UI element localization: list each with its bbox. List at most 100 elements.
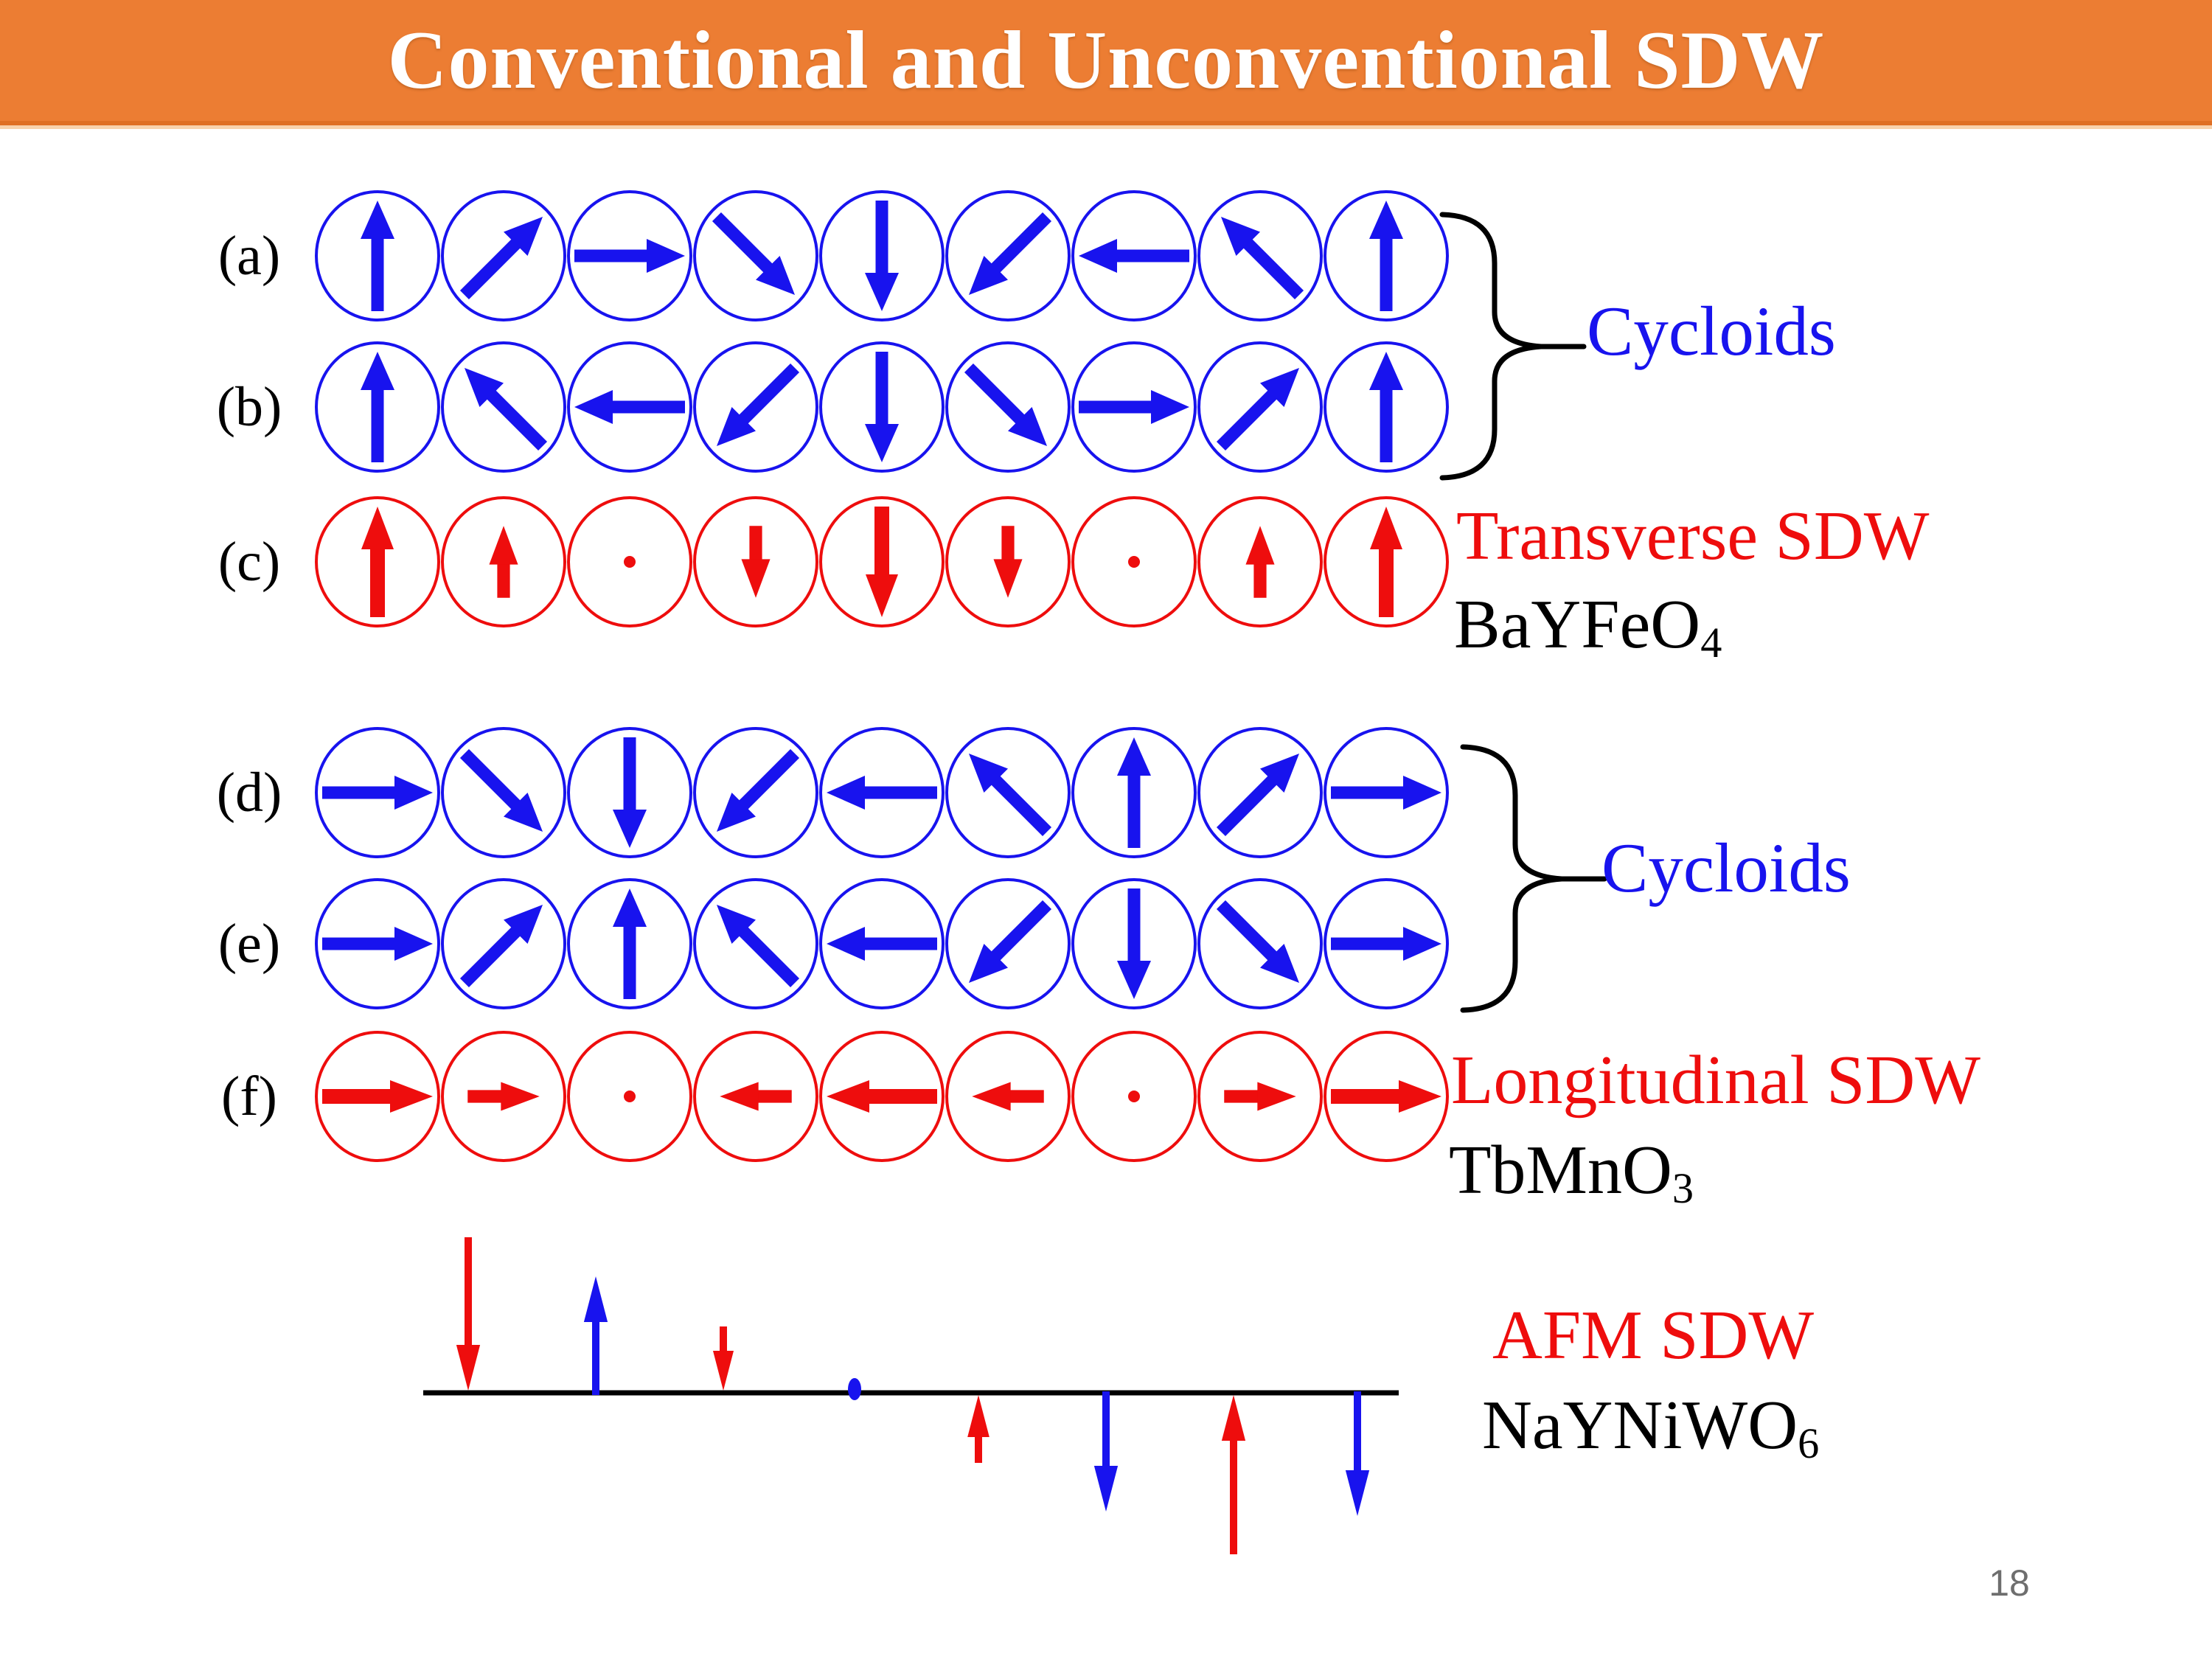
spin-circle <box>315 727 440 858</box>
spin-circle <box>1197 341 1323 473</box>
spin-circle <box>1071 727 1197 858</box>
spin-circle <box>819 341 945 473</box>
spin-row-a <box>315 190 1449 321</box>
afm-arrow <box>1345 1391 1370 1516</box>
spin-circle <box>1324 341 1449 473</box>
row-label-d: (d) <box>216 762 282 824</box>
spin-circle <box>441 496 566 627</box>
spin-arrow <box>827 776 937 810</box>
afm-node-dot <box>848 1378 861 1400</box>
afm-chain <box>423 1237 1399 1554</box>
spin-node-dot <box>1128 1091 1140 1102</box>
spin-circle <box>819 190 945 321</box>
spin-arrow <box>574 390 685 424</box>
spin-row-c <box>315 496 1449 627</box>
spin-row-b <box>315 341 1449 473</box>
spin-circle <box>315 1031 440 1162</box>
spin-circle <box>567 1031 692 1162</box>
spin-arrow <box>464 367 548 451</box>
spin-circle <box>1071 341 1197 473</box>
transverse-sdw-label: Transverse SDW <box>1456 498 1930 574</box>
row-label-e: (e) <box>218 913 281 975</box>
spin-arrow <box>1331 1080 1441 1113</box>
spin-circle <box>819 727 945 858</box>
spin-circle <box>819 878 945 1009</box>
spin-row-e <box>315 878 1449 1009</box>
spin-arrow <box>968 900 1052 984</box>
spin-arrow <box>865 201 899 311</box>
spin-circle <box>819 496 945 627</box>
spin-arrow <box>613 737 647 848</box>
spin-circle <box>315 190 440 321</box>
afm-arrow <box>712 1326 734 1391</box>
spin-circle <box>1324 496 1449 627</box>
spin-arrow <box>1216 900 1300 984</box>
formula-subscript: 4 <box>1700 618 1722 667</box>
longitudinal-formula: TbMnO3 <box>1449 1132 1694 1212</box>
spin-circle <box>567 496 692 627</box>
spin-circle <box>945 496 1071 627</box>
afm-sdw-label: AFM SDW <box>1492 1297 1815 1374</box>
spin-circle <box>1324 1031 1449 1162</box>
spin-circle <box>693 878 818 1009</box>
afm-arrow <box>1221 1395 1246 1554</box>
spin-circle <box>315 878 440 1009</box>
slide-title: Conventional and Unconventional SDW <box>387 14 1825 106</box>
afm-arrow <box>1093 1391 1119 1512</box>
spin-circle <box>441 727 566 858</box>
spin-arrow <box>1079 390 1189 424</box>
spin-circle <box>1197 496 1323 627</box>
spin-arrow <box>1224 1082 1296 1111</box>
spin-arrow <box>827 927 937 961</box>
banner-accent-line-pale <box>0 125 2212 129</box>
spin-circle <box>1324 878 1449 1009</box>
spin-circle <box>567 727 692 858</box>
spin-arrow <box>361 352 394 462</box>
spin-arrow <box>459 748 543 832</box>
spin-arrow <box>1369 201 1403 311</box>
spin-node-dot <box>1128 556 1140 568</box>
afm-arrow <box>583 1276 608 1395</box>
spin-arrow <box>993 526 1023 598</box>
spin-circle <box>945 727 1071 858</box>
formula-subscript: 6 <box>1798 1419 1820 1467</box>
spin-arrow <box>720 1082 792 1111</box>
spin-circle <box>567 190 692 321</box>
spin-circle <box>441 878 566 1009</box>
row-label-b: (b) <box>216 376 282 438</box>
spin-circle <box>945 190 1071 321</box>
spin-circle <box>567 341 692 473</box>
spin-arrow <box>489 526 518 598</box>
spin-arrow <box>1369 352 1403 462</box>
spin-arrow <box>574 239 685 273</box>
spin-circle <box>1324 727 1449 858</box>
longitudinal-sdw-label: Longitudinal SDW <box>1451 1042 1980 1119</box>
page-number: 18 <box>1989 1562 2030 1604</box>
spin-circle <box>441 190 566 321</box>
spin-arrow <box>467 1082 540 1111</box>
spin-arrow <box>1245 526 1275 598</box>
row-label-c: (c) <box>218 531 281 593</box>
title-banner: Conventional and Unconventional SDW <box>0 0 2212 121</box>
spin-circle <box>315 341 440 473</box>
spin-arrow <box>1117 737 1151 848</box>
cycloids-label-top: Cycloids <box>1587 292 1836 370</box>
spin-circle <box>693 190 818 321</box>
spin-arrow <box>1331 776 1441 810</box>
brace-cycloids-top <box>1439 212 1587 481</box>
spin-circle <box>567 878 692 1009</box>
spin-circle <box>315 496 440 627</box>
spin-arrow <box>1117 888 1151 999</box>
spin-circle <box>945 1031 1071 1162</box>
formula-subscript: 3 <box>1672 1164 1694 1212</box>
spin-circle <box>945 878 1071 1009</box>
spin-circle <box>693 727 818 858</box>
spin-arrow <box>866 507 898 617</box>
spin-node-dot <box>624 1091 636 1102</box>
spin-circle <box>819 1031 945 1162</box>
spin-arrow <box>1216 367 1300 451</box>
cycloids-label-bottom: Cycloids <box>1601 829 1851 907</box>
spin-arrow <box>716 363 800 447</box>
spin-circle <box>1324 190 1449 321</box>
